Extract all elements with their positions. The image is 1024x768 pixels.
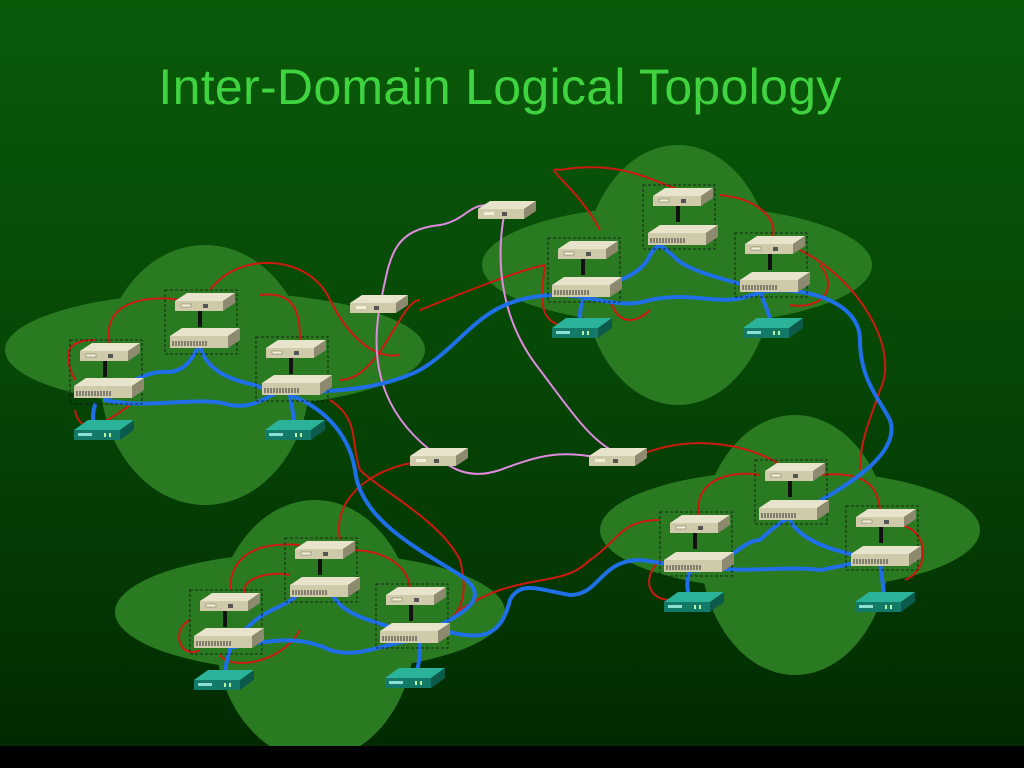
router-icon — [385, 586, 447, 606]
switch-icon — [193, 627, 265, 649]
bottom-bar — [0, 746, 1024, 768]
border-router-icon — [589, 448, 647, 466]
border-router-icon — [410, 448, 468, 466]
border-router-icon — [478, 201, 536, 219]
switch-icon — [647, 224, 719, 246]
switch-icon — [169, 327, 241, 349]
router-icon — [174, 292, 236, 312]
peering-links — [375, 204, 616, 475]
slide-title: Inter-Domain Logical Topology — [158, 59, 842, 115]
domain-cloud-northeast — [482, 145, 872, 405]
border-router-icon — [350, 295, 408, 313]
domain-southwest-devices — [189, 537, 451, 690]
domain-southeast-devices — [659, 459, 922, 612]
switch-icon — [261, 374, 333, 396]
router-icon — [744, 235, 806, 255]
router-icon — [669, 514, 731, 534]
switch-icon — [663, 551, 735, 573]
router-icon — [265, 339, 327, 359]
router-icon — [855, 508, 917, 528]
router-icon — [764, 462, 826, 482]
switch-icon — [73, 377, 145, 399]
switch-icon — [289, 576, 361, 598]
switch-icon — [551, 276, 623, 298]
router-icon — [79, 342, 141, 362]
switch-icon — [758, 499, 830, 521]
domain-northeast-devices — [547, 184, 811, 338]
router-icon — [199, 592, 261, 612]
domain-west-devices — [69, 289, 333, 440]
router-icon — [294, 540, 356, 560]
router-icon — [557, 240, 619, 260]
switch-icon — [739, 271, 811, 293]
switch-icon — [850, 545, 922, 567]
switch-icon — [379, 622, 451, 644]
router-icon — [652, 187, 714, 207]
